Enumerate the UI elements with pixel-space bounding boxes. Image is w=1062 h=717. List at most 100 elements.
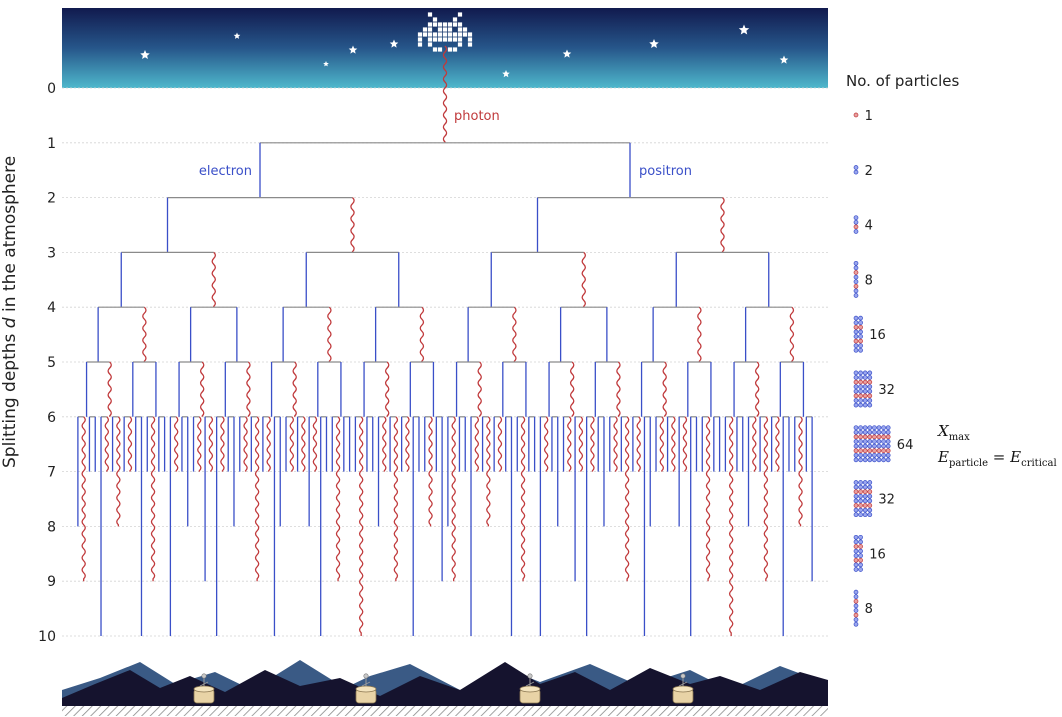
invader-pixel (463, 32, 467, 36)
particle-dot (854, 371, 858, 375)
particle-dot (868, 444, 872, 448)
particle-dot (854, 508, 858, 512)
photon-track (302, 417, 305, 472)
particle-dot (868, 513, 872, 517)
particle-dot (854, 481, 858, 485)
particle-dot (854, 289, 858, 293)
depth-gridlines (62, 88, 828, 636)
particle-dot (863, 481, 867, 485)
photon-label: photon (454, 109, 500, 124)
particle-dot (854, 325, 858, 329)
particle-dot (868, 399, 872, 403)
particle-dot (854, 430, 858, 434)
particle-dot (859, 481, 863, 485)
particle-dot (877, 453, 881, 457)
particle-dot (859, 435, 863, 439)
particle-dot (854, 595, 858, 599)
particle-dot (854, 275, 858, 279)
invader-pixel (438, 47, 442, 51)
depth-tick-labels: 012345678910 (38, 81, 56, 645)
particle-dot (854, 453, 858, 457)
invader-pixel (448, 47, 452, 51)
particle-dot (859, 335, 863, 339)
particle-dot (854, 225, 858, 229)
particle-dot (859, 568, 863, 572)
invader-pixel (433, 37, 437, 41)
particle-dot (854, 563, 858, 567)
particle-dot (863, 403, 867, 407)
particle-dot (863, 385, 867, 389)
particle-dot (863, 371, 867, 375)
invader-pixel (438, 32, 442, 36)
particle-dot (868, 504, 872, 508)
particle-dot (859, 380, 863, 384)
particle-dot (863, 426, 867, 430)
photon-track (683, 417, 686, 472)
invader-pixel (443, 27, 447, 31)
particle-dot (868, 435, 872, 439)
particle-dot (882, 453, 886, 457)
invader-pixel (433, 17, 437, 21)
particle-dot (868, 458, 872, 462)
invader-pixel (438, 22, 442, 26)
tick-label: 6 (47, 410, 56, 426)
particle-dot (882, 430, 886, 434)
particle-dot (886, 435, 890, 439)
ground-scene (62, 660, 828, 716)
particle-dot (859, 508, 863, 512)
particle-dot (872, 458, 876, 462)
tick-label: 7 (47, 465, 56, 481)
particle-dot (854, 435, 858, 439)
tick-label: 9 (47, 574, 56, 590)
invader-pixel (433, 32, 437, 36)
particle-dot (868, 376, 872, 380)
particle-dot (872, 449, 876, 453)
particle-dot (859, 504, 863, 508)
particle-dot (859, 440, 863, 444)
particle-dot (854, 499, 858, 503)
photon-track (706, 417, 709, 581)
photon-track (290, 417, 293, 472)
particle-dot (877, 440, 881, 444)
particle-dot (854, 335, 858, 339)
particle-dot-cluster (854, 535, 863, 571)
particle-dot (882, 444, 886, 448)
critical-energy-equation: Eparticle = Ecritical (938, 446, 1057, 472)
particle-dot (868, 485, 872, 489)
particle-dot (859, 499, 863, 503)
particle-dot (859, 453, 863, 457)
particle-dot (854, 394, 858, 398)
photon-track (568, 417, 571, 472)
particle-count: 8 (865, 273, 873, 288)
particle-dot (859, 490, 863, 494)
photon-track (351, 198, 354, 253)
particle-dot-cluster (854, 371, 872, 407)
invader-pixel (458, 22, 462, 26)
invader-pixel (448, 27, 452, 31)
invader-pixel (443, 22, 447, 26)
particle-dot (859, 403, 863, 407)
photon-track (386, 362, 389, 417)
photon-track (383, 417, 386, 472)
particle-dot (859, 444, 863, 448)
photon-track (128, 417, 131, 472)
y-axis-label: Splitting depths d in the atmosphere (0, 208, 24, 468)
photon-track (475, 417, 478, 472)
ground-hatch (62, 706, 828, 716)
particle-dot (868, 440, 872, 444)
particle-dot (868, 371, 872, 375)
particle-dot-cluster (854, 426, 890, 462)
photon-track (256, 417, 259, 581)
particle-dot (854, 622, 858, 626)
particle-dot (854, 266, 858, 270)
invader-pixel (448, 22, 452, 26)
particle-dot (859, 549, 863, 553)
particle-dot (854, 170, 858, 174)
photon-track (487, 417, 490, 527)
particle-count: 32 (878, 383, 895, 398)
particle-dot (859, 389, 863, 393)
photon-track (406, 417, 409, 472)
particle-dot (854, 403, 858, 407)
shower-tree (78, 46, 812, 636)
